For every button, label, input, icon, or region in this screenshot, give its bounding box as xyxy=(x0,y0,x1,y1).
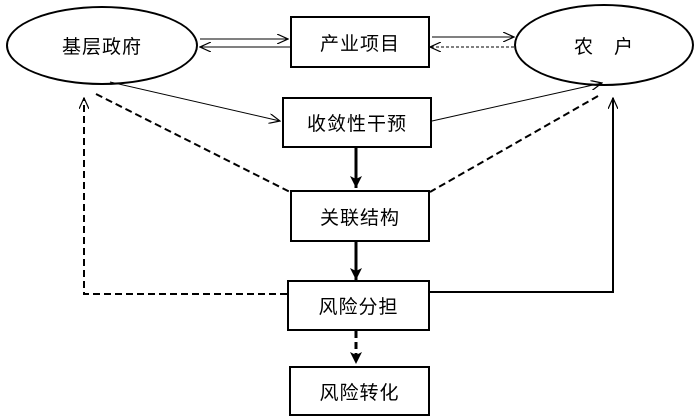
arrow-risksharing-to-farmers xyxy=(430,98,613,293)
node-convergent-intervention: 收敛性干预 xyxy=(282,97,432,148)
node-risk-transformation-label: 风险转化 xyxy=(319,381,400,404)
node-relational-structure: 关联结构 xyxy=(290,190,430,242)
node-farmers-label: 农 户 xyxy=(573,35,634,58)
node-convergent-intervention-label: 收敛性干预 xyxy=(306,113,407,135)
dashed-farmers-to-structure xyxy=(429,95,599,193)
node-government-label: 基层政府 xyxy=(61,36,142,58)
dashed-gov-to-structure xyxy=(95,93,291,193)
node-relational-structure-label: 关联结构 xyxy=(319,206,400,229)
dashed-risksharing-to-gov xyxy=(84,98,287,295)
arrow-gov-to-intervention xyxy=(109,81,280,121)
node-risk-sharing: 风险分担 xyxy=(287,280,430,331)
node-risk-transformation: 风险转化 xyxy=(289,366,430,416)
arrow-intervention-to-farmers xyxy=(431,83,602,122)
node-industry-project: 产业项目 xyxy=(290,16,430,68)
node-risk-sharing-label: 风险分担 xyxy=(318,296,399,318)
node-industry-project-label: 产业项目 xyxy=(319,32,400,55)
node-farmers: 农 户 xyxy=(514,4,694,86)
node-government: 基层政府 xyxy=(6,6,198,85)
